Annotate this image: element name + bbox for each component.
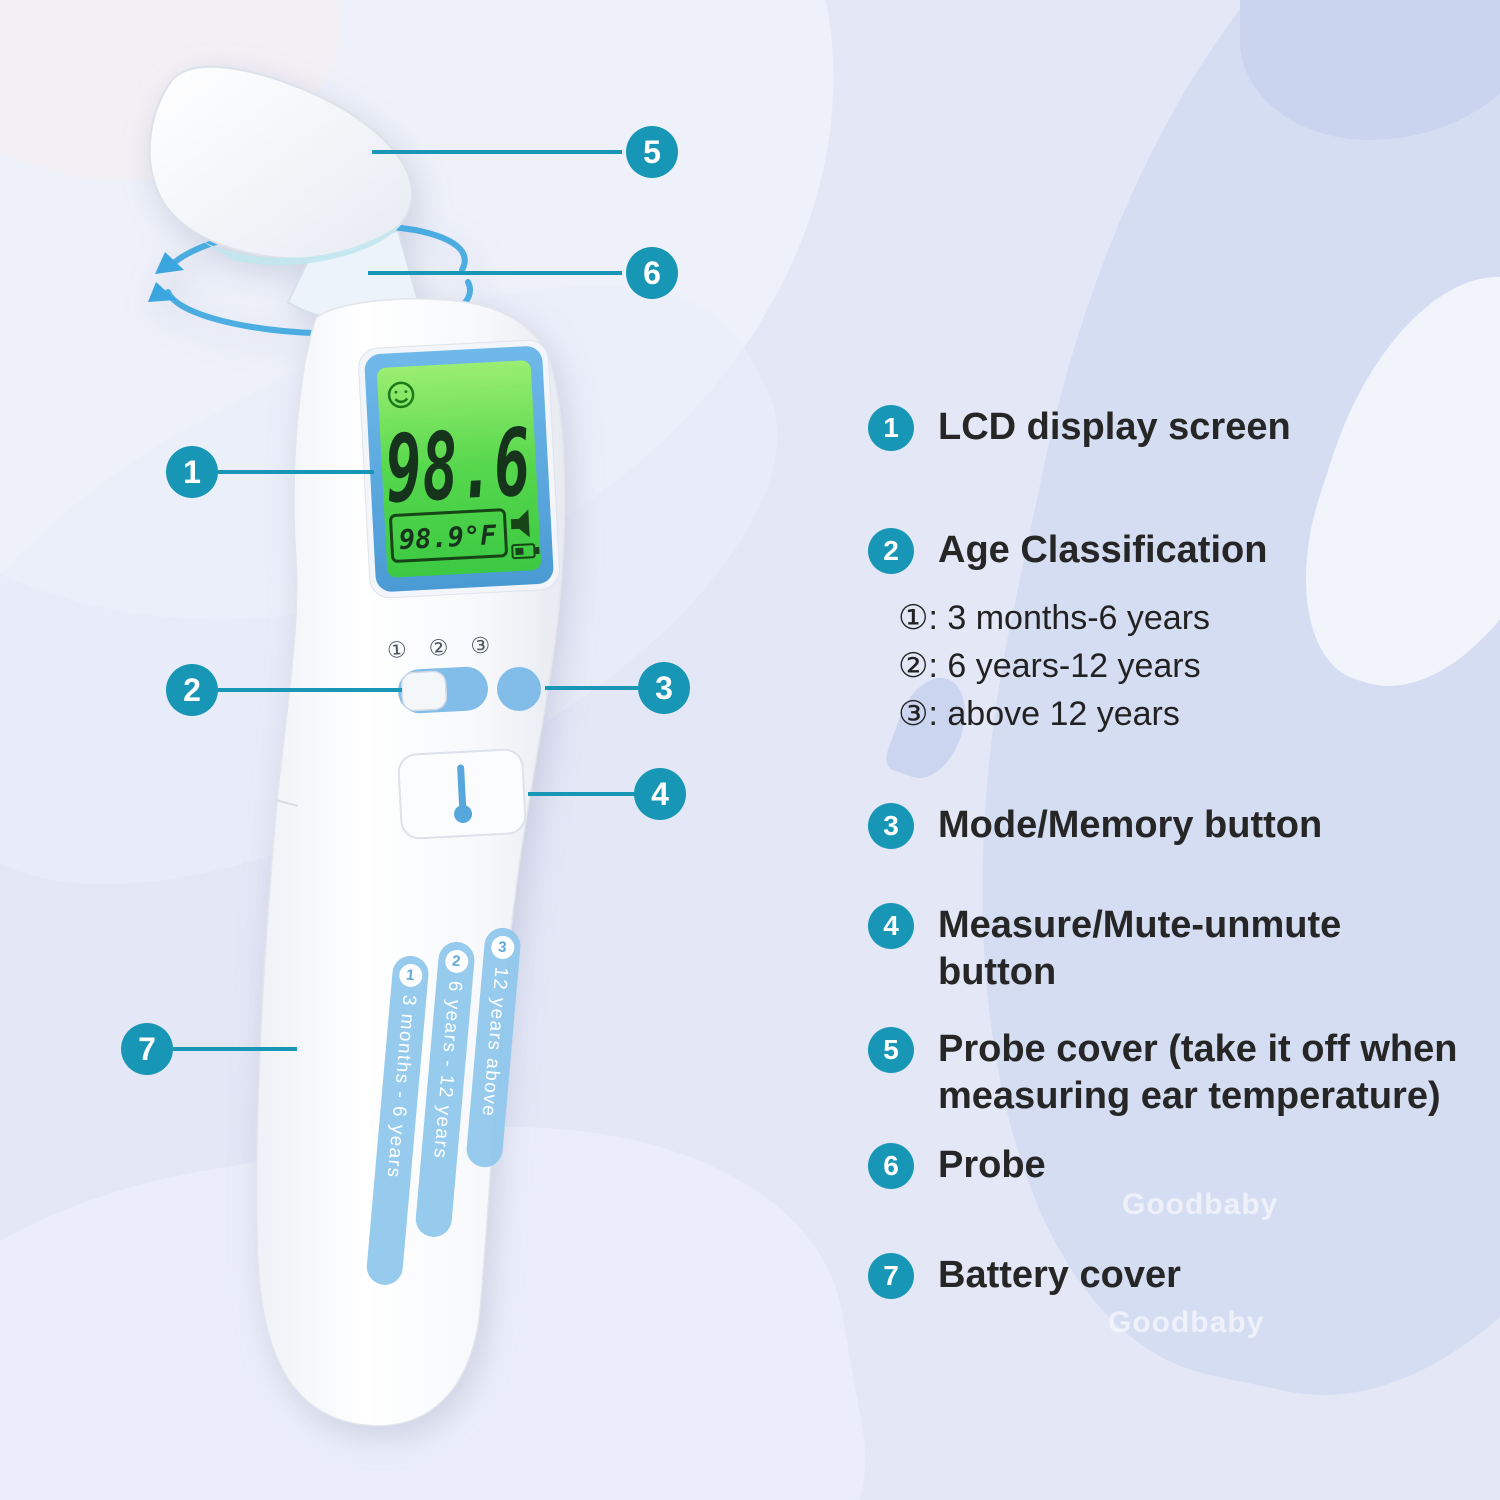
age-strip-number: 2 [443, 948, 469, 974]
callout-line-5 [372, 150, 622, 154]
legend-item-4: 4 Measure/Mute-unmute button [868, 902, 1438, 996]
legend-badge-7: 7 [868, 1253, 914, 1299]
callout-badge-7: 7 [121, 1023, 173, 1075]
legend-label-4: Measure/Mute-unmute button [938, 904, 1342, 993]
callout-line-7 [173, 1047, 297, 1051]
age-range-1: ①: 3 months-6 years [898, 599, 1211, 637]
legend-item-7: 7 Battery cover [868, 1252, 1181, 1299]
callout-badge-6: 6 [626, 247, 678, 299]
thermometer-device: 98.6 98.9°F ① ② ③ [148, 65, 566, 1427]
callout-line-2 [218, 688, 402, 692]
callout-badge-1: 1 [166, 446, 218, 498]
mode-memory-button [497, 667, 541, 711]
lcd-sub-reading: 98.9°F [398, 520, 498, 556]
callout-badge-5: 5 [626, 126, 678, 178]
watermark: Goodbaby [1108, 1306, 1265, 1339]
legend-item-5: 5 Probe cover (take it off when measurin… [868, 1026, 1498, 1120]
legend-item-3: 3 Mode/Memory button [868, 802, 1322, 849]
speaker-icon [510, 509, 530, 538]
age-range-3: ③: above 12 years [898, 695, 1180, 733]
legend-label-1: LCD display screen [938, 406, 1291, 448]
legend-item-6: 6 Probe [868, 1142, 1046, 1189]
lcd-main-reading: 98.6 [383, 409, 533, 525]
legend-label-6: Probe [938, 1144, 1046, 1186]
callout-badge-4: 4 [634, 768, 686, 820]
legend-item-2: 2 Age Classification [868, 527, 1267, 574]
age-classification-list: ①: 3 months-6 years ②: 6 years-12 years … [898, 594, 1210, 738]
callout-line-1 [218, 470, 374, 474]
legend-label-5: Probe cover (take it off when measuring … [938, 1028, 1458, 1117]
legend-badge-4: 4 [868, 903, 914, 949]
callout-line-3 [545, 686, 638, 690]
callout-line-6 [368, 271, 622, 275]
age-slider-switch [398, 666, 488, 714]
legend-badge-1: 1 [868, 405, 914, 451]
age-selector-digits: ① ② ③ [386, 632, 499, 663]
thermometer-icon [454, 764, 473, 823]
legend-badge-6: 6 [868, 1143, 914, 1189]
age-range-2: ②: 6 years-12 years [898, 647, 1201, 685]
callout-badge-3: 3 [638, 662, 690, 714]
battery-icon [511, 543, 540, 560]
legend-badge-5: 5 [868, 1027, 914, 1073]
watermark: Goodbaby [1122, 1188, 1279, 1221]
legend-badge-3: 3 [868, 803, 914, 849]
smiley-age-icon [387, 381, 415, 409]
measure-button [397, 748, 527, 840]
legend-label-2: Age Classification [938, 529, 1268, 571]
probe-cover [148, 65, 414, 266]
legend-badge-2: 2 [868, 528, 914, 574]
legend-item-1: 1 LCD display screen [868, 404, 1291, 451]
callout-line-4 [528, 792, 634, 796]
legend-label-7: Battery cover [938, 1254, 1181, 1296]
lcd-display: 98.6 98.9°F [358, 339, 560, 599]
age-strip-number: 3 [489, 934, 515, 960]
callout-badge-2: 2 [166, 664, 218, 716]
age-strip-label: 12 years above [477, 965, 512, 1119]
battery-cover-seam [275, 799, 299, 807]
age-strip-number: 1 [397, 962, 423, 988]
legend-label-3: Mode/Memory button [938, 804, 1323, 846]
